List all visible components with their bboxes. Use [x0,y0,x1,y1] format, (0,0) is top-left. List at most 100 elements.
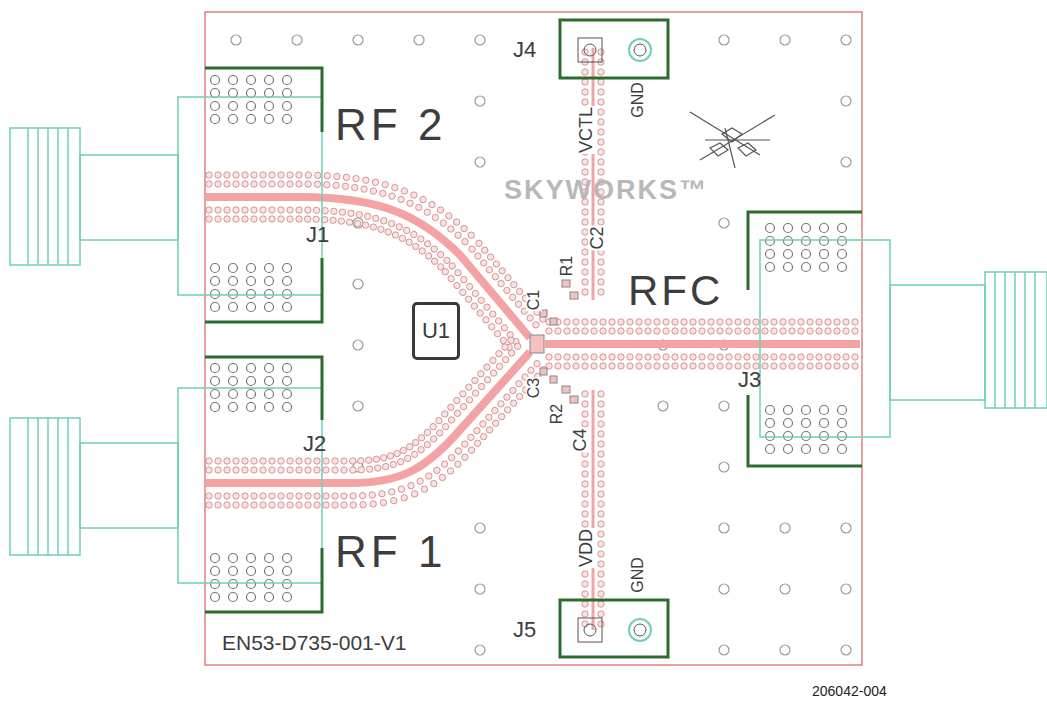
stitch-via [455,461,461,467]
stitch-via [449,263,455,269]
stitch-via [582,501,588,507]
stitch-via [771,328,777,334]
stitch-via [350,458,356,464]
stitch-via [373,215,379,221]
pad-via [229,115,238,124]
stitch-via [508,337,514,343]
pad-via [802,406,811,415]
pad-via [229,377,238,386]
stitch-via [287,467,293,473]
stitch-via [654,354,660,360]
stitch-via [461,276,467,282]
stitch-via [598,109,604,115]
stitch-via [780,363,786,369]
pad-via [229,554,238,563]
stitch-via [439,474,445,480]
stitch-via [505,275,511,281]
stitch-via [663,328,669,334]
stitch-via [798,319,804,325]
stitch-via [510,294,516,300]
stitch-via [403,227,409,233]
stitch-via [413,243,419,249]
stitch-via [609,363,615,369]
pad-via [211,115,220,124]
stitch-via [278,172,284,178]
part-designator: R2 [549,403,565,425]
stitch-via [717,328,723,334]
stitch-via [401,495,407,501]
stitch-via [598,561,604,567]
stitch-via [816,319,822,325]
pad-via [820,250,829,259]
stitch-via [591,363,597,369]
stitch-via [486,427,492,433]
stitch-via [726,363,732,369]
pad-via [820,237,829,246]
stitch-via [356,211,362,217]
stitch-via [431,258,437,264]
stitch-via [447,468,453,474]
stitch-via [305,467,311,473]
pad-via [229,390,238,399]
stitch-via [494,330,500,336]
stitch-via [242,216,248,222]
pad-via [265,377,274,386]
stitch-via [528,367,534,373]
stitch-via [636,328,642,334]
ground-via [841,584,851,594]
stitch-via [582,511,588,517]
pad-via [838,419,847,428]
stitch-via [460,289,466,295]
stitch-via [388,220,394,226]
stitch-via [582,319,588,325]
pad-via [766,224,775,233]
stitch-via [591,354,597,360]
pad-via [265,264,274,273]
stitch-via [305,207,311,213]
stitch-via [789,328,795,334]
stitch-via [582,354,588,360]
stitch-via [598,401,604,407]
stitch-via [287,172,293,178]
stitch-via [305,458,311,464]
stitch-via [408,482,414,488]
stitch-via [780,328,786,334]
pad-via [283,89,292,98]
stitch-via [424,441,430,447]
stitch-via [598,49,604,55]
pad-via [247,89,256,98]
stitch-via [499,268,505,274]
ground-via [353,279,363,289]
stitch-via [417,478,423,484]
stitch-via [469,246,475,252]
stitch-via [483,317,489,323]
pad-via [265,102,274,111]
stitch-via [315,172,321,178]
pad-via [211,390,220,399]
stitch-via [492,273,498,279]
stitch-via [269,216,275,222]
stitch-via [411,231,417,237]
stitch-via [331,208,337,214]
pad-via [283,593,292,602]
stitch-via [690,328,696,334]
stitch-via [269,493,275,499]
stitch-via [753,319,759,325]
stitch-via [448,454,454,460]
stitch-via [434,467,440,473]
stitch-via [287,181,293,187]
stitch-via [480,421,486,427]
stitch-via [296,493,302,499]
stitch-via [555,354,561,360]
stitch-via [341,458,347,464]
stitch-via [690,354,696,360]
pad-via [838,250,847,259]
stitch-via [392,232,398,238]
stitch-via [825,328,831,334]
stitch-via [313,207,319,213]
pad-via [265,89,274,98]
stitch-via [598,521,604,527]
stitch-via [843,319,849,325]
stitch-via [843,328,849,334]
